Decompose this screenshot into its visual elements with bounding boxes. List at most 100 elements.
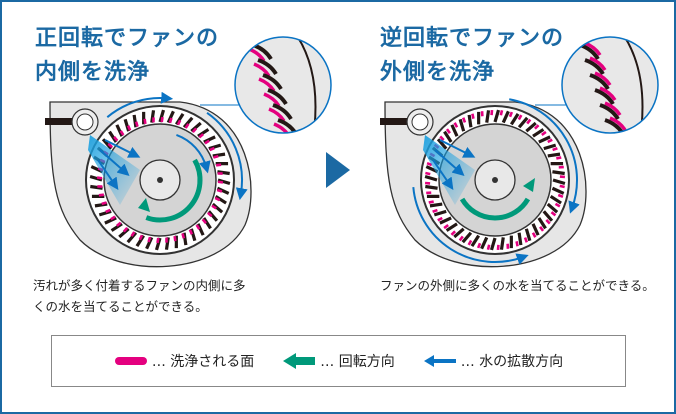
legend-item-rotation: … 回転方向 — [282, 351, 395, 371]
blade — [217, 170, 230, 176]
cleaned-blade-surface — [147, 236, 152, 243]
cleaned-blade-surface — [122, 226, 129, 233]
zoom-blade — [272, 103, 293, 121]
blade — [517, 116, 529, 129]
nozzle-tip — [411, 113, 429, 131]
cleaned-blade-surface — [534, 124, 540, 130]
zoom-detail — [235, 37, 331, 133]
blade — [429, 202, 443, 208]
pipe — [380, 118, 415, 125]
blade — [154, 237, 162, 251]
zoom-blade — [257, 58, 278, 76]
cleaned-blade-surface — [213, 154, 219, 159]
blade — [126, 231, 138, 244]
cleaned-blade-surface — [517, 114, 523, 121]
cleaned-blade-surface — [461, 117, 467, 123]
zoom-cleaned-surface — [268, 107, 286, 122]
legend-label: … 洗浄される面 — [151, 354, 255, 370]
legend-label: … 水の拡散方向 — [460, 354, 564, 370]
blade — [489, 237, 497, 251]
cleaned-blade-surface — [453, 122, 459, 128]
zoom-cleaned-surface — [604, 101, 622, 116]
rotation-arrowhead — [138, 198, 150, 212]
blade — [470, 234, 481, 247]
left-title-line1: 正回転でファンの — [35, 26, 220, 51]
blade — [532, 128, 545, 138]
blade — [150, 110, 156, 123]
blade — [543, 143, 557, 151]
blade — [467, 114, 473, 128]
blade — [499, 237, 505, 250]
zoom-circle — [234, 36, 332, 134]
cleaned-blade-surface — [130, 231, 136, 237]
legend-item-water: … 水の拡散方向 — [423, 351, 563, 371]
blade — [433, 209, 447, 217]
cleaned-blade-surface — [476, 242, 482, 249]
blade — [135, 234, 146, 247]
blade — [190, 121, 202, 133]
cleaned-blade-surface — [204, 139, 210, 145]
water-flow-arrow — [176, 133, 211, 174]
blade — [546, 202, 559, 214]
blade — [485, 110, 491, 123]
blade — [174, 113, 185, 126]
blade — [197, 128, 210, 138]
cleaned-blade-surface — [439, 135, 445, 141]
zoom-cleaned-surface — [609, 116, 627, 131]
rotation-arrow — [459, 197, 531, 221]
cleaned-blade-surface — [552, 146, 558, 152]
cleaned-blade-surface — [550, 211, 557, 217]
cleaned-blade-surface — [531, 232, 537, 238]
water-flow-arrow — [206, 112, 248, 201]
cleaned-blade-surface — [450, 230, 456, 236]
cleaned-blade-surface — [215, 163, 222, 167]
cleaned-blade-surface — [471, 113, 475, 119]
right-title-line1: 逆回転でファンの — [380, 26, 565, 51]
cleaned-blade-surface — [206, 211, 213, 218]
cleaned-blade-surface — [216, 188, 223, 193]
blade — [203, 135, 216, 144]
water-flow-arrow — [509, 98, 580, 214]
left-title-line2: 内側を洗浄 — [35, 60, 151, 85]
cleaned-blade-surface — [126, 125, 132, 131]
cleaned-blade-surface — [191, 127, 198, 134]
cleaned-blade-surface — [184, 123, 190, 129]
blade — [537, 217, 547, 230]
blade — [89, 174, 103, 182]
water-arrow — [434, 149, 465, 176]
blade — [132, 114, 138, 128]
blade — [509, 113, 520, 126]
blue-arrow-left-icon — [423, 355, 456, 367]
cleaned-blade-surface — [96, 176, 103, 180]
hub-center — [157, 177, 163, 183]
cleaned-blade-surface — [201, 218, 207, 224]
blade — [208, 143, 222, 151]
cleaned-blade-surface — [181, 233, 186, 239]
blade — [108, 130, 118, 143]
blade — [480, 236, 489, 250]
green-arrow-left-icon — [283, 353, 316, 369]
cleaned-blade-surface — [559, 184, 565, 189]
cleaned-blade-surface — [432, 208, 438, 214]
blade — [549, 194, 562, 205]
blade — [202, 217, 212, 230]
blade — [443, 130, 453, 143]
blade — [458, 118, 466, 132]
zoom-cleaned-surface — [273, 122, 291, 133]
blade — [101, 138, 113, 150]
blade — [145, 236, 154, 250]
blade — [501, 110, 510, 124]
blade — [547, 152, 561, 158]
blade — [166, 110, 175, 124]
cleaned-blade-surface — [160, 116, 164, 123]
pipe — [45, 118, 80, 125]
blade — [182, 232, 188, 246]
cleaned-blade-surface — [556, 156, 562, 160]
blade — [551, 186, 565, 195]
cleaned-blade-surface — [119, 130, 125, 136]
cleaned-blade-surface — [458, 235, 464, 242]
blade — [118, 227, 130, 239]
blade — [104, 216, 117, 225]
cleaned-blade-surface — [116, 221, 122, 227]
